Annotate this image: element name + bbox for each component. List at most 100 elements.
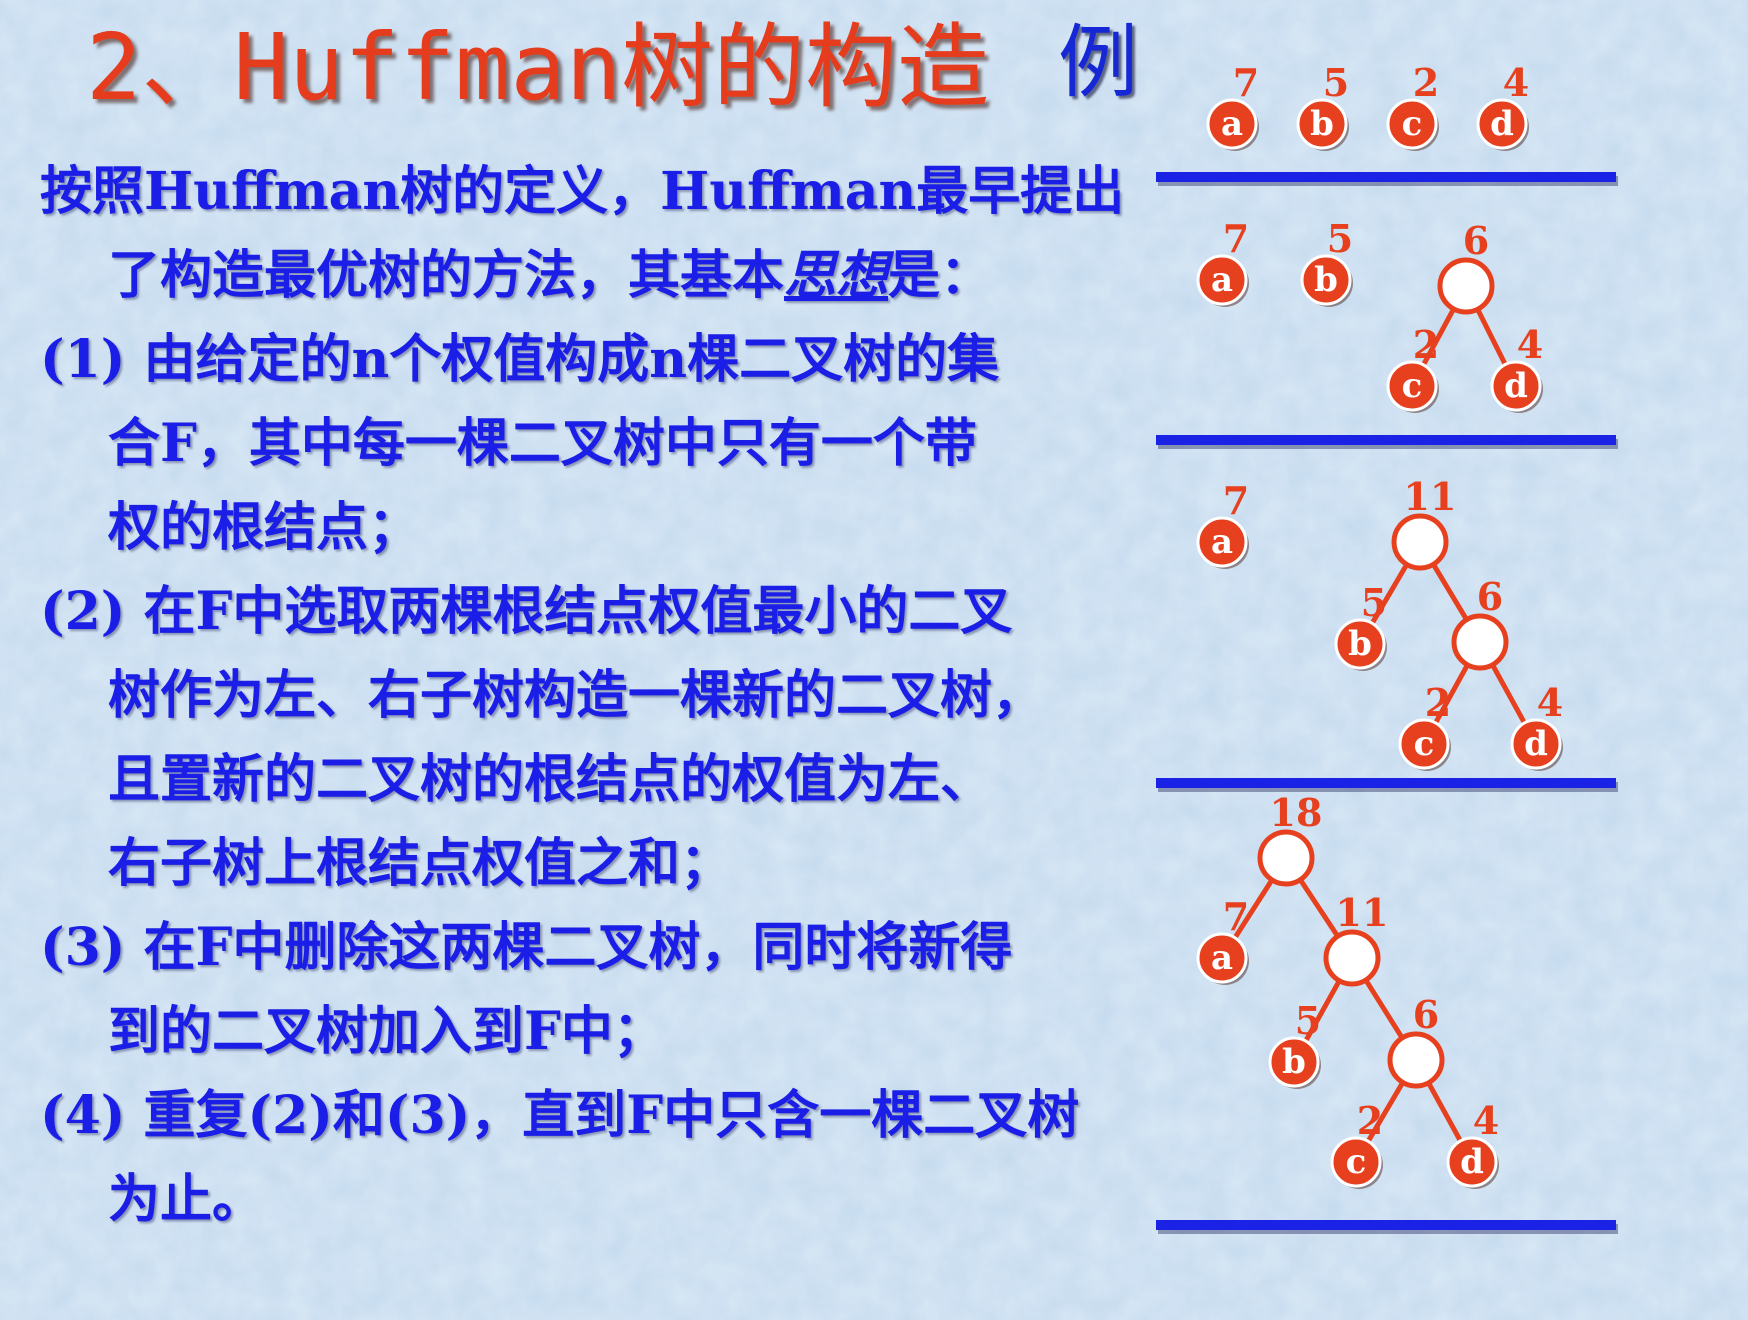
stage-separator (1156, 435, 1616, 445)
node-label: c (1346, 1142, 1367, 1182)
keyword-thought: 思想 (784, 245, 889, 306)
step-3-line-1: (3) 在F中删除这两棵二叉树，同时将新得 (40, 917, 1013, 978)
tree-node-n6: 6 (1437, 218, 1495, 315)
tree-edge (1297, 877, 1341, 939)
node-weight: 5 (1327, 216, 1353, 261)
node-label: b (1282, 1042, 1306, 1082)
internal-node-circle (1437, 257, 1495, 315)
step-3-line-2: 到的二叉树加入到F中； (108, 1001, 665, 1062)
node-weight: 4 (1473, 1098, 1499, 1143)
step-2-line-3: 且置新的二叉树的根结点的权值为左、 (108, 749, 993, 810)
node-weight: 7 (1223, 216, 1249, 261)
leaf-node-circle (1334, 618, 1386, 670)
tree-node-d: d4 (1490, 322, 1543, 413)
leaf-node-circle (1330, 1136, 1382, 1188)
leaf-node-circle (1196, 254, 1248, 306)
node-weight: 7 (1233, 60, 1259, 105)
internal-node-circle (1387, 1031, 1445, 1089)
node-weight: 2 (1413, 322, 1439, 367)
tree-edge (1369, 561, 1410, 626)
leaf-node-circle (1386, 98, 1438, 150)
leaf-node-circle (1206, 98, 1258, 150)
node-weight: 11 (1336, 890, 1389, 935)
leaf-node-circle (1510, 718, 1562, 770)
step-4-line-2: 为止。 (108, 1169, 265, 1230)
tree-edge (1365, 1079, 1406, 1144)
tree-node-n6: 6 (1451, 574, 1509, 671)
tree-node-n11: 11 (1323, 890, 1389, 987)
tree-node-b: b5 (1334, 580, 1387, 671)
leaf-node-circle (1398, 718, 1450, 770)
intro-line-2: 了构造最优树的方法，其基本思想是： (40, 234, 1140, 318)
step-1-line-2: 合F，其中每一棵二叉树中只有一个带 (108, 413, 977, 474)
tree-edge (1420, 306, 1457, 368)
tree-node-a: a7 (1196, 478, 1249, 569)
node-weight: 7 (1223, 894, 1249, 939)
stage-separator (1156, 778, 1616, 788)
node-weight: 2 (1413, 60, 1439, 105)
tree-edge (1426, 1080, 1463, 1144)
tree-node-a: a7 (1196, 216, 1249, 307)
node-label: a (1211, 938, 1233, 978)
tree-node-a: a7 (1196, 894, 1249, 985)
node-weight: 5 (1323, 60, 1349, 105)
step-1-line-1: (1) 由给定的n个权值构成n棵二叉树的集 (40, 329, 1000, 390)
node-label: d (1460, 1142, 1484, 1182)
step-2-line-2: 树作为左、右子树构造一棵新的二叉树， (108, 665, 1045, 726)
step-1-line-3: 权的根结点； (108, 497, 421, 558)
node-weight: 6 (1413, 992, 1439, 1037)
tree-node-d: d4 (1476, 60, 1529, 151)
internal-node-circle (1451, 613, 1509, 671)
step-2-line-1: (2) 在F中选取两棵根结点权值最小的二叉 (40, 581, 1013, 642)
node-weight: 6 (1463, 218, 1489, 263)
tree-node-c: c2 (1398, 680, 1451, 771)
node-weight: 6 (1477, 574, 1503, 619)
node-weight: 5 (1361, 580, 1387, 625)
leaf-node-circle (1490, 360, 1542, 412)
node-weight: 2 (1357, 1098, 1383, 1143)
step-2-line-4: 右子树上根结点权值之和； (108, 833, 733, 894)
node-weight: 18 (1270, 790, 1323, 835)
internal-node-circle (1257, 829, 1315, 887)
node-weight: 4 (1503, 60, 1529, 105)
node-label: d (1490, 104, 1514, 144)
node-label: a (1211, 522, 1233, 562)
leaf-node-circle (1196, 932, 1248, 984)
leaf-node-circle (1268, 1036, 1320, 1088)
node-label: d (1524, 724, 1548, 764)
internal-node-circle (1323, 929, 1381, 987)
node-weight: 2 (1425, 680, 1451, 725)
tree-edge (1232, 877, 1275, 941)
tree-node-c: c2 (1386, 60, 1439, 151)
leaf-node-circle (1196, 516, 1248, 568)
tree-node-b: b5 (1300, 216, 1353, 307)
node-label: b (1314, 260, 1338, 300)
stage-separator (1156, 172, 1616, 182)
tree-edge (1363, 977, 1405, 1041)
leaf-node-circle (1446, 1136, 1498, 1188)
page-title: 2、Huffman树的构造 (86, 14, 990, 121)
node-label: b (1310, 104, 1334, 144)
node-label: c (1402, 104, 1423, 144)
leaf-node-circle (1386, 360, 1438, 412)
tree-edge (1433, 662, 1470, 726)
step-4-line-1: (4) 重复(2)和(3)，直到F中只含一棵二叉树 (40, 1085, 1080, 1146)
huffman-stage-2: a7 b5 6 c2 d4 (1196, 216, 1543, 413)
tree-node-n6: 6 (1387, 992, 1445, 1089)
tree-node-a: a7 (1206, 60, 1259, 151)
tree-node-c: c2 (1386, 322, 1439, 413)
node-label: c (1402, 366, 1423, 406)
node-weight: 4 (1517, 322, 1543, 367)
leaf-node-circle (1296, 98, 1348, 150)
algorithm-description: 按照Huffman树的定义，Huffman最早提出 了构造最优树的方法，其基本思… (40, 150, 1140, 1242)
tree-node-n11: 11 (1391, 474, 1456, 571)
huffman-stage-1: a7 b5 c2 d4 (1206, 60, 1529, 151)
tree-node-d: d4 (1510, 680, 1563, 771)
example-label: 例 (1058, 16, 1138, 109)
node-label: a (1211, 260, 1233, 300)
tree-node-c: c2 (1330, 1098, 1383, 1189)
